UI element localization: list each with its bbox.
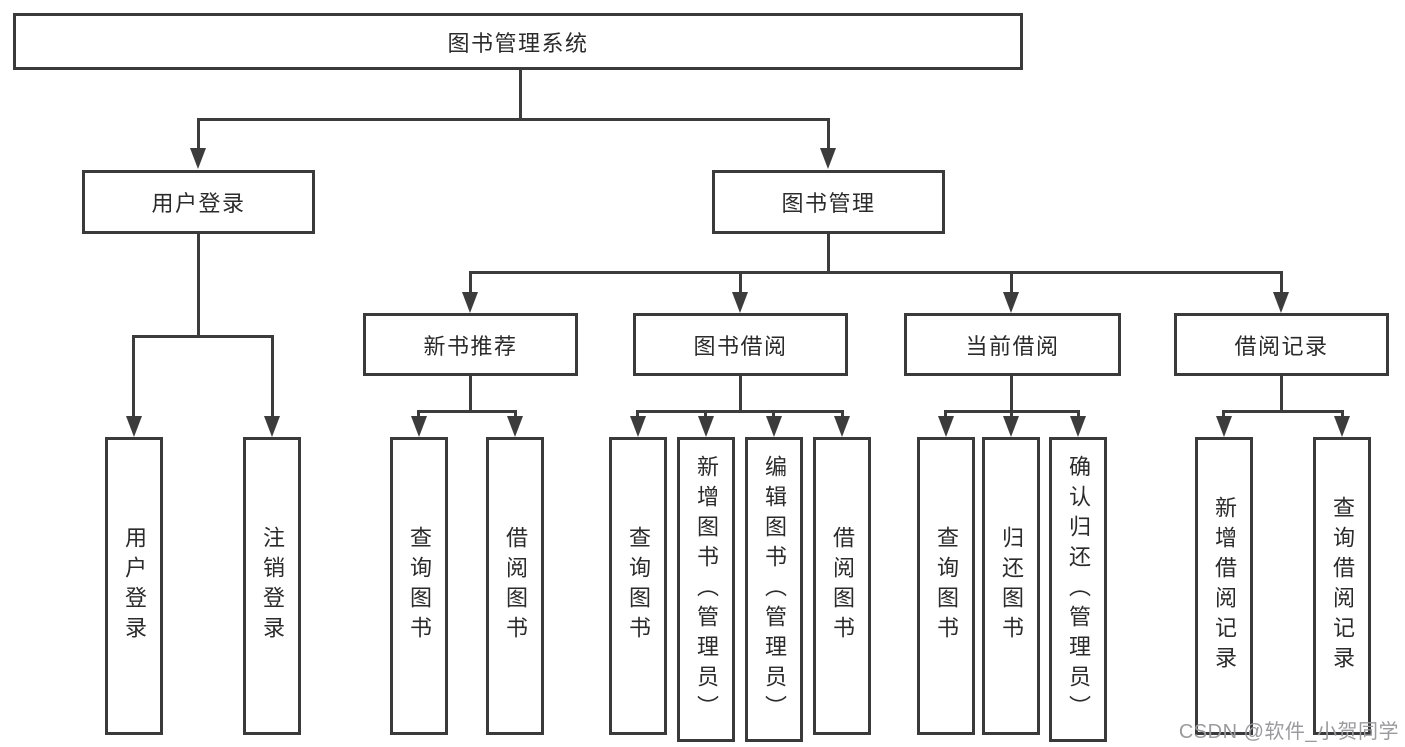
leaf-logout: 注销登录 (243, 437, 301, 735)
arrow-down-icon (462, 292, 478, 313)
connector-current-stub (1010, 376, 1013, 410)
connector-recommend-branch (417, 410, 517, 413)
connector-borrow-drop-1 (636, 410, 639, 419)
leaf-add-books-admin-label: 新增图书（管理员） (694, 454, 719, 725)
connector-recommend-stub (469, 376, 472, 410)
connector-l2-branch (197, 118, 830, 121)
node-borrow-records-label: 借阅记录 (1234, 333, 1329, 359)
connector-recommend-drop-2 (514, 410, 517, 419)
leaf-return-books: 归还图书 (982, 437, 1040, 735)
connector-user-login-drop-2 (271, 335, 274, 418)
connector-records-branch (1222, 410, 1344, 413)
connector-borrow-branch (636, 410, 844, 413)
leaf-current-query-books: 查询图书 (917, 437, 975, 735)
arrow-down-icon (820, 148, 836, 169)
leaf-user-login-label: 用户登录 (122, 526, 147, 646)
node-book-borrow-label: 图书借阅 (693, 333, 788, 359)
leaf-recommend-borrow-books-label: 借阅图书 (503, 526, 528, 646)
connector-l3-drop-1 (469, 271, 472, 294)
arrow-down-icon (1003, 416, 1019, 437)
connector-l3-drop-3 (1010, 271, 1013, 294)
arrow-down-icon (1216, 416, 1232, 437)
connector-current-drop-3 (1077, 410, 1080, 419)
node-user-login: 用户登录 (82, 170, 315, 234)
node-user-login-label: 用户登录 (151, 191, 246, 216)
leaf-add-borrow-record: 新增借阅记录 (1195, 437, 1253, 735)
arrow-down-icon (126, 416, 142, 437)
connector-l3-drop-2 (739, 271, 742, 294)
connector-current-drop-2 (1010, 410, 1013, 419)
leaf-recommend-query-books: 查询图书 (390, 437, 448, 735)
arrow-down-icon (834, 416, 850, 437)
connector-borrow-stub (739, 376, 742, 410)
connector-l3-drop-4 (1280, 271, 1283, 294)
arrow-down-icon (507, 416, 523, 437)
leaf-add-books-admin: 新增图书（管理员） (677, 437, 735, 742)
connector-borrow-drop-4 (841, 410, 844, 419)
node-new-book-recommend-label: 新书推荐 (423, 333, 518, 359)
node-book-borrow: 图书借阅 (633, 313, 848, 376)
leaf-edit-books-admin-label: 编辑图书（管理员） (762, 454, 787, 725)
connector-user-login-branch (132, 335, 274, 338)
arrow-down-icon (938, 416, 954, 437)
connector-user-login-drop-1 (132, 335, 135, 418)
leaf-logout-label: 注销登录 (260, 526, 285, 646)
node-root: 图书管理系统 (13, 13, 1023, 70)
leaf-current-query-books-label: 查询图书 (934, 526, 959, 646)
connector-records-stub (1280, 376, 1283, 410)
connector-borrow-drop-2 (704, 410, 707, 419)
leaf-borrow-books-label: 借阅图书 (830, 526, 855, 646)
arrow-down-icon (630, 416, 646, 437)
leaf-recommend-query-books-label: 查询图书 (407, 526, 432, 646)
leaf-confirm-return-admin-label: 确认归还（管理员） (1066, 454, 1091, 725)
leaf-add-borrow-record-label: 新增借阅记录 (1212, 496, 1237, 676)
leaf-return-books-label: 归还图书 (999, 526, 1024, 646)
connector-l2-left-drop (197, 118, 200, 150)
leaf-borrow-query-books: 查询图书 (609, 437, 667, 735)
leaf-borrow-books: 借阅图书 (813, 437, 871, 735)
arrow-down-icon (411, 416, 427, 437)
arrow-down-icon (1334, 416, 1350, 437)
arrow-down-icon (264, 416, 280, 437)
arrow-down-icon (732, 292, 748, 313)
connector-borrow-drop-3 (772, 410, 775, 419)
arrow-down-icon (1003, 292, 1019, 313)
connector-current-drop-1 (944, 410, 947, 419)
node-book-management-label: 图书管理 (781, 191, 876, 216)
node-new-book-recommend: 新书推荐 (363, 313, 578, 376)
arrow-down-icon (1273, 292, 1289, 313)
leaf-query-borrow-record-label: 查询借阅记录 (1330, 496, 1355, 676)
connector-records-drop-1 (1222, 410, 1225, 419)
leaf-borrow-query-books-label: 查询图书 (626, 526, 651, 646)
node-borrow-records: 借阅记录 (1174, 313, 1389, 376)
node-current-borrow: 当前借阅 (904, 313, 1121, 376)
connector-l3-branch (469, 271, 1282, 274)
arrow-down-icon (190, 148, 206, 169)
arrow-down-icon (1070, 416, 1086, 437)
node-current-borrow-label: 当前借阅 (965, 333, 1060, 359)
arrow-down-icon (766, 416, 782, 437)
connector-l2-right-drop (827, 118, 830, 150)
node-root-label: 图书管理系统 (447, 30, 589, 56)
connector-book-mgmt-stub (827, 234, 830, 271)
leaf-query-borrow-record: 查询借阅记录 (1313, 437, 1371, 735)
connector-recommend-drop-1 (417, 410, 420, 419)
leaf-confirm-return-admin: 确认归还（管理员） (1049, 437, 1107, 742)
connector-root-stub (519, 70, 522, 118)
connector-records-drop-2 (1341, 410, 1344, 419)
watermark: CSDN @软件_小贺同学 (1178, 721, 1399, 743)
connector-user-login-stub (197, 234, 200, 335)
leaf-edit-books-admin: 编辑图书（管理员） (745, 437, 803, 742)
leaf-recommend-borrow-books: 借阅图书 (486, 437, 544, 735)
arrow-down-icon (698, 416, 714, 437)
node-book-management: 图书管理 (712, 170, 945, 234)
leaf-user-login: 用户登录 (105, 437, 163, 735)
